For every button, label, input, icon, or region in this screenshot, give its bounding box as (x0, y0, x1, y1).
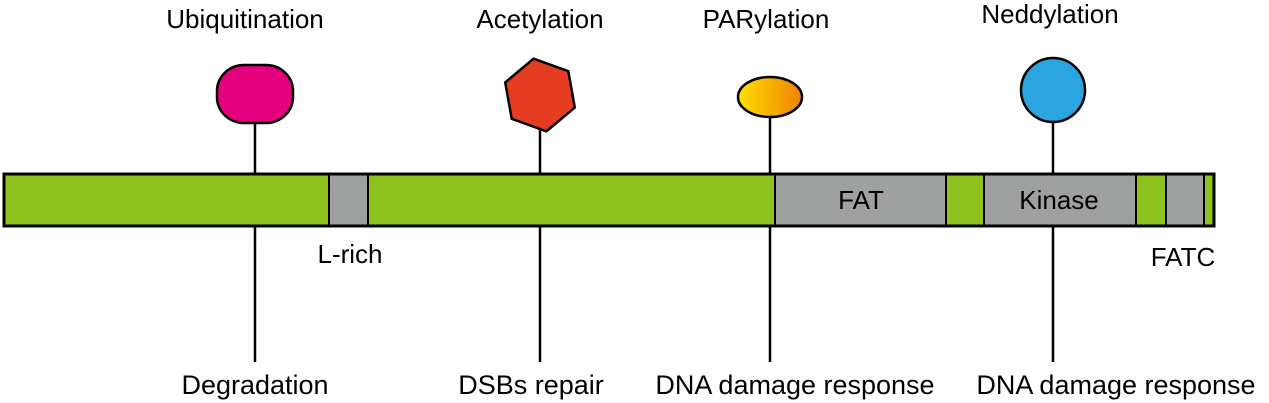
acetylation-label: Acetylation (476, 4, 604, 34)
dsbs-repair-effect-label: DSBs repair (458, 370, 604, 400)
neddylation-shape (1019, 56, 1087, 124)
dna-damage-response-effect-label-2: DNA damage response (976, 370, 1256, 400)
kinase-domain-segment (983, 173, 1137, 227)
l-rich-domain-segment (328, 173, 369, 227)
fatc-domain-segment (1165, 173, 1205, 227)
ubiquitination-label: Ubiquitination (166, 4, 324, 34)
fat-domain-segment (774, 173, 947, 227)
acetylation-shape (503, 57, 577, 133)
protein-backbone-outline (2, 172, 1216, 228)
kinase-domain-label: Kinase (1019, 185, 1099, 215)
parylation-shape (736, 75, 804, 119)
neddylation-label: Neddylation (981, 0, 1119, 29)
fat-domain-label: FAT (838, 185, 884, 215)
dna-damage-response-effect-label-1: DNA damage response (655, 370, 935, 400)
l-rich-domain-label: L-rich (317, 239, 383, 269)
degradation-effect-label: Degradation (181, 370, 329, 400)
fatc-domain-label: FATC (1150, 242, 1216, 272)
ubiquitination-shape (215, 63, 295, 125)
parylation-label: PARylation (702, 4, 830, 34)
